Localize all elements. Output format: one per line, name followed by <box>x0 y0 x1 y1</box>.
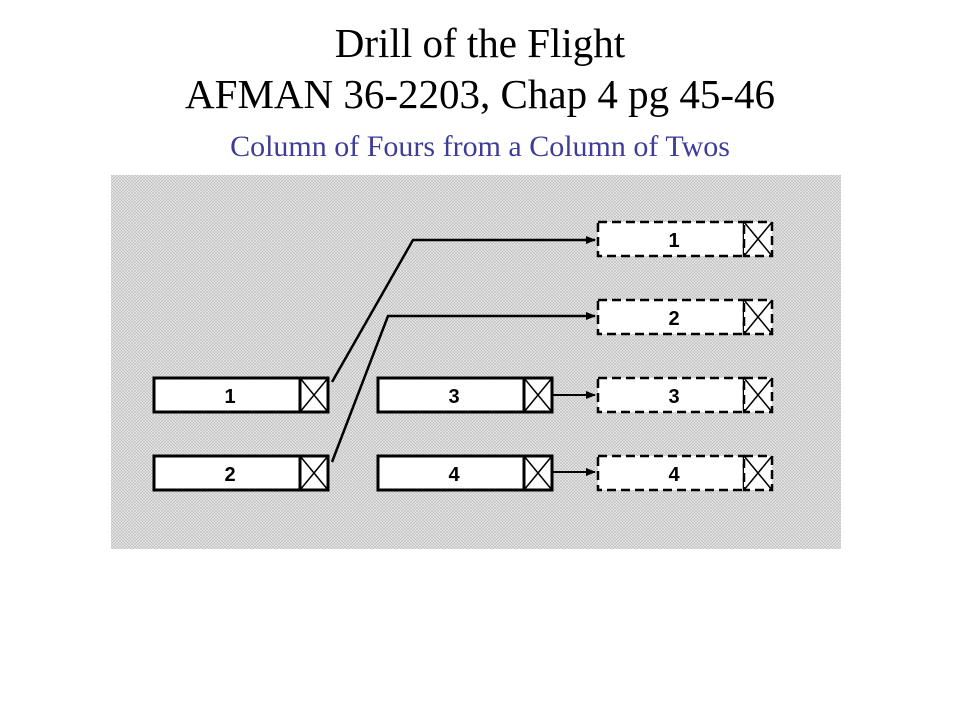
start-element-3: 3 <box>376 376 554 414</box>
element-box <box>596 376 746 414</box>
guide-x-icon <box>299 455 329 491</box>
element-box <box>152 376 302 414</box>
guide-x-icon <box>743 377 773 413</box>
start-element-4: 4 <box>376 454 554 492</box>
final-element-1: 1 <box>596 220 774 258</box>
formation-diagram: 1 2 3 4 1 2 3 <box>111 175 841 549</box>
final-element-1-label: 1 <box>668 230 679 252</box>
element-box <box>596 454 746 492</box>
start-element-1-label: 1 <box>224 386 235 408</box>
start-element-4-label: 4 <box>448 464 460 486</box>
element-box <box>376 454 526 492</box>
title-line-1: Drill of the Flight <box>334 20 626 66</box>
final-element-4-label: 4 <box>668 464 680 486</box>
guide-x-icon <box>523 455 553 491</box>
final-element-3-label: 3 <box>668 386 679 408</box>
start-element-3-label: 3 <box>448 386 459 408</box>
final-element-2-label: 2 <box>668 308 679 330</box>
start-element-2: 2 <box>152 454 330 492</box>
slide-subtitle: Column of Fours from a Column of Twos <box>230 130 730 163</box>
guide-x-icon <box>743 221 773 257</box>
guide-x-icon <box>743 299 773 335</box>
guide-x-icon <box>299 377 329 413</box>
element-box <box>376 376 526 414</box>
movement-arrow-element-2 <box>330 312 596 463</box>
movement-arrow-element-1 <box>330 236 596 383</box>
element-box <box>596 220 746 258</box>
element-box <box>596 298 746 336</box>
guide-x-icon <box>743 455 773 491</box>
final-element-2: 2 <box>596 298 774 336</box>
final-element-4: 4 <box>596 454 774 492</box>
title-line-2: AFMAN 36-2203, Chap 4 pg 45-46 <box>185 71 775 117</box>
final-element-3: 3 <box>596 376 774 414</box>
element-box <box>152 454 302 492</box>
slide-title: Drill of the Flight AFMAN 36-2203, Chap … <box>0 18 960 120</box>
guide-x-icon <box>523 377 553 413</box>
start-element-2-label: 2 <box>224 464 235 486</box>
start-element-1: 1 <box>152 376 330 414</box>
